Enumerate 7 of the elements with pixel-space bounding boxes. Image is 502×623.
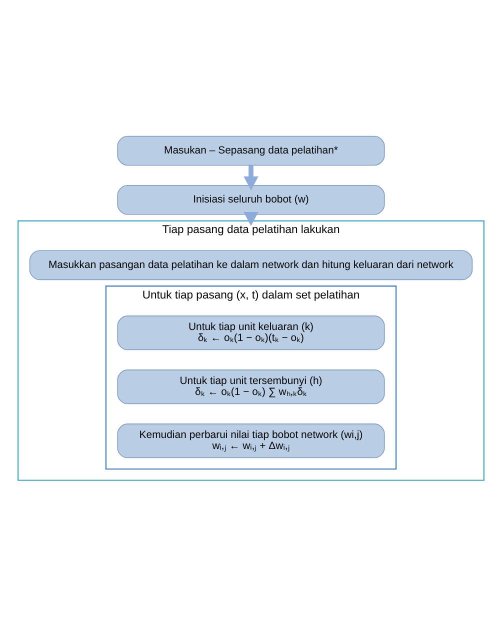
arrow <box>244 212 258 226</box>
node-box: Masukkan pasangan data pelatihan ke dalam network dan hitung keluaran dari network <box>29 250 473 280</box>
node-box: Kemudian perbarui nilai tiap bobot network (wi,j) wᵢ,ⱼ ← wᵢ,ⱼ + Δwᵢ,ⱼ <box>117 424 385 458</box>
node-box: Untuk tiap unit tersembunyi (h) δₖ ← oₖ(1 − oₖ) ∑ wₕ,ₖδₖ <box>117 370 385 404</box>
node-box: Untuk tiap unit keluaran (k) δₖ ← oₖ(1 − oₖ)(tₖ − oₖ) <box>117 316 385 350</box>
arrow <box>244 165 258 190</box>
node-box: Masukan – Sepasang data pelatihan* <box>117 136 385 166</box>
